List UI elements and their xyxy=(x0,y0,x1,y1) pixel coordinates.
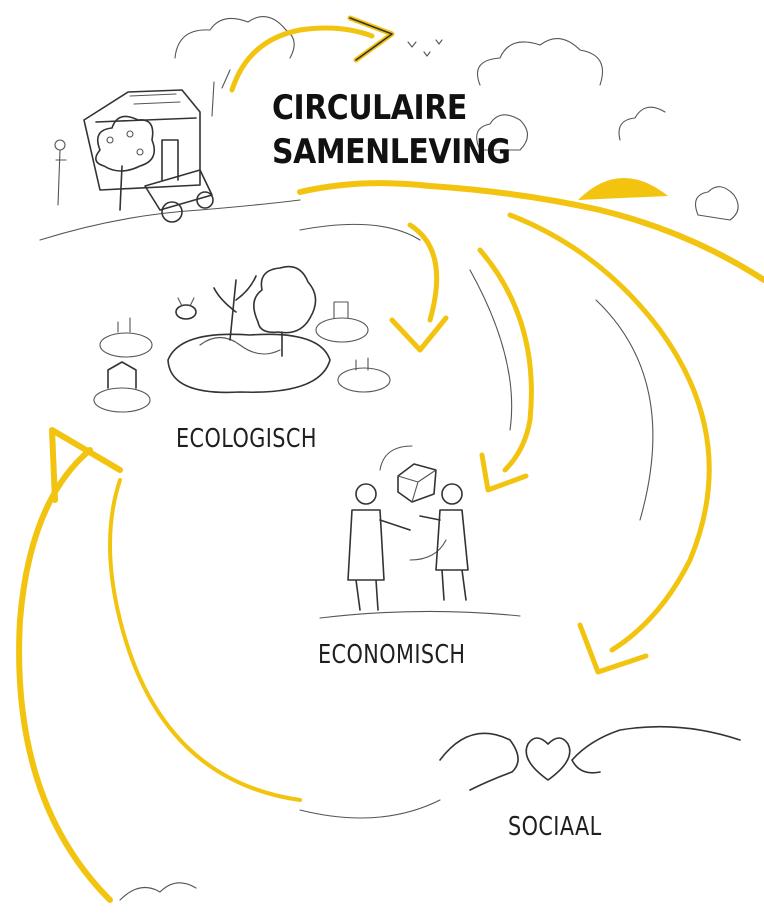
cart-icon xyxy=(144,169,214,223)
ground-sketch xyxy=(39,199,301,241)
tree-icon xyxy=(95,115,156,211)
hands-icon xyxy=(439,725,741,791)
ground-sketch xyxy=(319,610,521,619)
diagram-title: CIRCULAIRE SAMENLEVING xyxy=(272,86,511,174)
ground-sketch xyxy=(119,882,197,901)
tree-icon xyxy=(253,265,317,357)
hill-line xyxy=(297,180,764,283)
people-icon xyxy=(54,69,231,206)
title-line-1: CIRCULAIRE xyxy=(272,88,467,128)
people-icon xyxy=(347,483,469,611)
arrow-icon xyxy=(16,427,441,903)
arrow-icon xyxy=(229,15,395,93)
plant-icon xyxy=(167,275,331,394)
label-economic: ECONOMISCH xyxy=(318,640,466,670)
box-icon xyxy=(379,445,447,561)
arrow-icon xyxy=(507,212,712,675)
sun-icon xyxy=(578,177,668,200)
title-line-2: SAMENLEVING xyxy=(272,132,511,172)
arrow-icon xyxy=(469,247,534,493)
cloud-icon xyxy=(174,16,666,141)
heart-icon xyxy=(525,737,571,781)
label-ecological: ECOLOGISCH xyxy=(176,424,317,454)
people-icon xyxy=(93,301,391,413)
arrow-icon xyxy=(299,222,449,353)
bee-icon xyxy=(175,297,197,320)
label-social: SOCIAAL xyxy=(508,812,602,842)
birds xyxy=(407,39,443,57)
tree-icon xyxy=(476,114,739,221)
